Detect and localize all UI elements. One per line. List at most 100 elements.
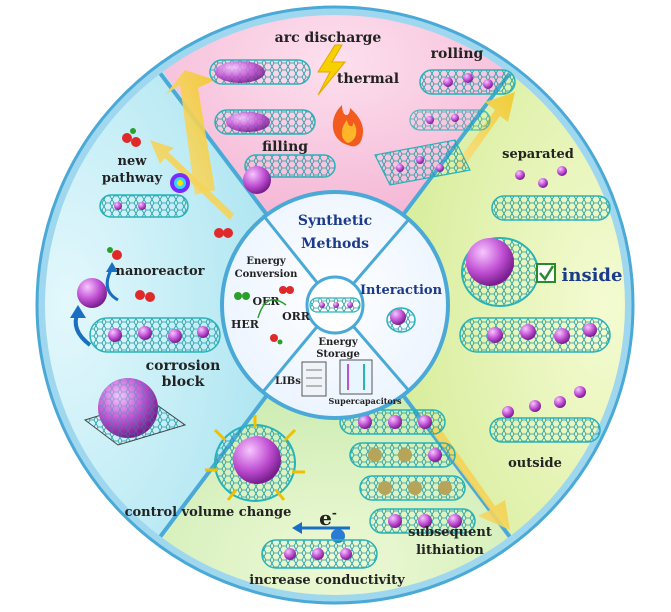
molecule-h-icon: [107, 247, 113, 253]
label-lithiation: lithiation: [416, 543, 484, 558]
label-control-volume-change: control volume change: [125, 505, 292, 520]
arrow-up-right: [455, 92, 515, 170]
particle: [388, 514, 402, 528]
molecule-o-icon: [279, 286, 287, 294]
molecule-o-icon: [214, 228, 224, 238]
particle: [428, 448, 442, 462]
label-nanoreactor: nanoreactor: [116, 264, 205, 279]
molecule-o-icon: [131, 137, 141, 147]
arrow-up-left: [165, 70, 215, 195]
arrow-head-icon: [292, 522, 302, 534]
particle: [138, 202, 146, 210]
cycle-arrow-icon: [257, 299, 287, 319]
label-arc-discharge: arc discharge: [275, 30, 382, 46]
particle-large: [77, 278, 107, 308]
nanotube-empty: [491, 195, 611, 221]
label-electron: e-: [319, 506, 337, 530]
label-increase-conductivity: increase conductivity: [249, 573, 405, 588]
particle: [529, 400, 541, 412]
particle: [574, 386, 586, 398]
top-segment-content: arc discharge thermal rolling filling: [165, 30, 516, 195]
particle: [347, 302, 353, 308]
particle: [312, 548, 324, 560]
label-thermal: thermal: [337, 71, 399, 87]
particle: [443, 77, 453, 87]
left-segment-content: new pathway nanoreactor corrosion block: [70, 128, 234, 446]
particle: [226, 112, 270, 132]
particle: [388, 415, 402, 429]
molecule-o-icon: [223, 228, 233, 238]
label-separated: separated: [502, 147, 574, 162]
label-energy-conversion-1: Energy: [246, 256, 287, 267]
label-interaction: Interaction: [360, 283, 443, 298]
molecule-h-icon: [130, 128, 136, 134]
particle: [390, 309, 406, 325]
label-energy-storage-1: Energy: [318, 337, 359, 348]
arrow-up-left: [150, 140, 234, 220]
particle: [340, 548, 352, 560]
particle-shell: [98, 378, 158, 438]
molecule-h-icon: [277, 339, 283, 345]
molecule-o-icon: [286, 286, 294, 294]
molecule-o-icon: [270, 334, 278, 342]
particle: [451, 114, 459, 122]
molecule-h-icon: [234, 292, 242, 300]
arrow-head-icon: [106, 262, 118, 272]
molecule-o-icon: [135, 290, 145, 300]
particle: [358, 415, 372, 429]
label-supercapacitors: Supercapacitors: [329, 396, 402, 406]
molecule-o-icon: [122, 133, 132, 143]
particle-expanding: [233, 436, 281, 484]
particle: [448, 514, 462, 528]
particle: [408, 481, 422, 495]
nanotube: [89, 317, 221, 353]
label-rolling: rolling: [431, 46, 484, 62]
flame-core-icon: [341, 120, 357, 143]
right-segment-content: separated inside outside: [459, 147, 623, 471]
lightning-icon: [317, 44, 347, 96]
label-outside: outside: [508, 456, 562, 471]
label-her: HER: [231, 318, 260, 331]
particle: [378, 481, 392, 495]
label-energy-storage-2: Storage: [316, 349, 360, 360]
particle: [396, 164, 404, 172]
label-methods: Methods: [301, 236, 369, 252]
particle: [515, 170, 525, 180]
particle: [426, 116, 434, 124]
label-synthetic: Synthetic: [298, 213, 372, 229]
particle: [463, 73, 473, 83]
label-subsequent: subsequent: [408, 525, 492, 540]
label-new: new: [118, 154, 148, 169]
particle: [487, 327, 503, 343]
particle: [368, 448, 382, 462]
particle: [319, 302, 325, 308]
nanotube-outside: [489, 417, 601, 443]
lib-battery-icon: [301, 361, 327, 397]
particle-large: [466, 238, 514, 286]
label-block: block: [162, 374, 205, 390]
particle: [243, 166, 271, 194]
label-energy-conversion-2: Conversion: [235, 269, 298, 280]
particle: [483, 79, 493, 89]
molecule-o-icon: [145, 292, 155, 302]
particle: [284, 548, 296, 560]
particle: [114, 202, 122, 210]
particle: [108, 328, 122, 342]
particle: [436, 164, 444, 172]
label-libs: LIBs: [275, 376, 301, 387]
particle: [197, 326, 209, 338]
label-orr: ORR: [282, 310, 311, 323]
nanotube: [409, 109, 491, 131]
particle: [215, 61, 265, 83]
label-inside: inside: [562, 265, 623, 286]
particle: [538, 178, 548, 188]
particle: [398, 448, 412, 462]
expansion-arrows-icon: [205, 415, 305, 501]
particle: [583, 323, 597, 337]
particle: [557, 166, 567, 176]
orbital-center-icon: [177, 180, 183, 186]
particle: [554, 328, 570, 344]
particle: [554, 396, 566, 408]
